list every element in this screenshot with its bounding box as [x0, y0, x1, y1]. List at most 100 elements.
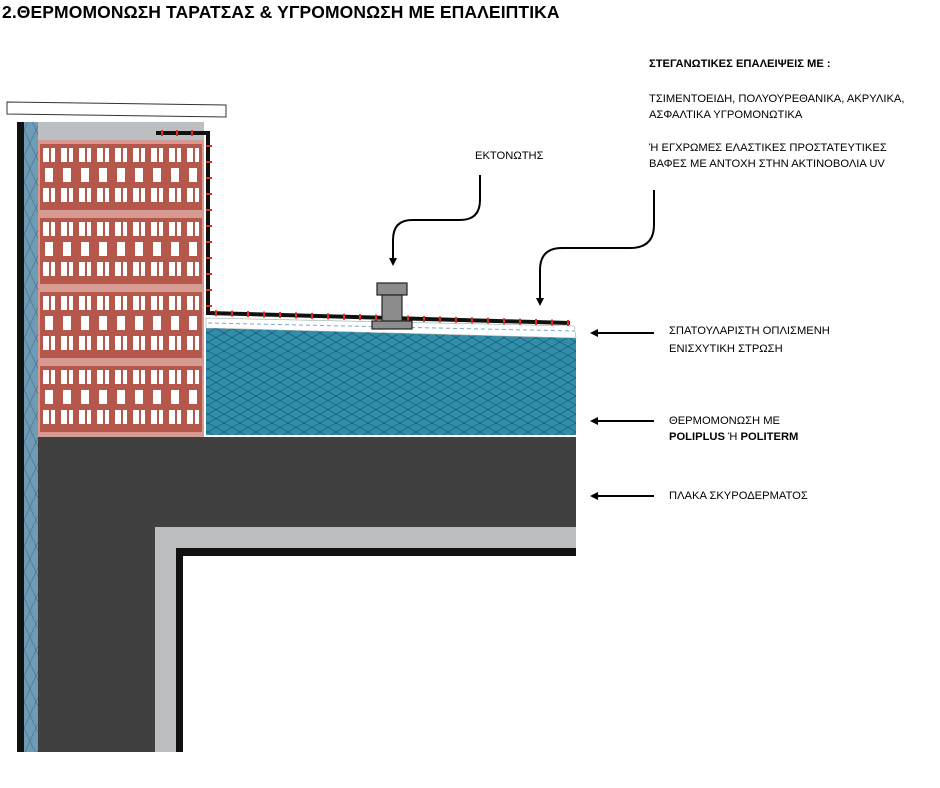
- screed-label-1: ΣΠΑΤΟΥΛΑΡΙΣΤΗ ΟΠΛΙΣΜΕΝΗ: [669, 325, 830, 337]
- brick-hole: [135, 242, 143, 256]
- brick-hole: [177, 410, 181, 424]
- brick-hole: [187, 148, 193, 162]
- brick-hole: [169, 262, 175, 276]
- brick-hole: [117, 168, 125, 182]
- brick-hole: [61, 148, 67, 162]
- membrane-dot: [206, 161, 212, 163]
- brick-hole: [169, 296, 175, 310]
- membrane-dot: [206, 145, 212, 147]
- brick-hole: [171, 168, 179, 182]
- brick-hole: [45, 390, 53, 404]
- brick-hole: [51, 222, 55, 236]
- brick-hole: [133, 336, 139, 350]
- arrow-left-icon: [590, 417, 654, 425]
- brick-hole: [69, 222, 73, 236]
- brick-hole: [43, 188, 49, 202]
- brick-hole: [115, 296, 121, 310]
- membrane-dot: [471, 317, 473, 324]
- arrow-left-icon: [590, 329, 654, 337]
- brick-hole: [51, 296, 55, 310]
- brick-hole: [79, 336, 85, 350]
- brick-hole: [187, 222, 193, 236]
- brick-hole: [169, 336, 175, 350]
- membrane-dot: [191, 130, 193, 136]
- brick-hole: [187, 262, 193, 276]
- concrete-slab: [38, 437, 576, 752]
- brick-hole: [189, 390, 197, 404]
- brick-hole: [105, 370, 109, 384]
- membrane-dot: [311, 312, 313, 319]
- brick-hole: [123, 222, 127, 236]
- brick-hole: [87, 336, 91, 350]
- brick-hole: [133, 148, 139, 162]
- brick-hole: [151, 336, 157, 350]
- brick-hole: [123, 262, 127, 276]
- brick-hole: [79, 296, 85, 310]
- membrane-dot: [206, 289, 212, 291]
- membrane-dot: [206, 241, 212, 243]
- brick-hole: [115, 222, 121, 236]
- brick-hole: [43, 222, 49, 236]
- brick-hole: [115, 410, 121, 424]
- brick-hole: [63, 168, 71, 182]
- brick-hole: [87, 296, 91, 310]
- coatings-line-3: Ή ΕΓΧΡΩΜΕΣ ΕΛΑΣΤΙΚΕΣ ΠΡΟΣΤΑΤΕΥΤΙΚΕΣ: [649, 142, 887, 154]
- brick-hole: [195, 336, 199, 350]
- brick-hole: [187, 410, 193, 424]
- brick-hole: [81, 316, 89, 330]
- brick-hole: [97, 370, 103, 384]
- coatings-line-2: ΑΣΦΑΛΤΙΚΑ ΥΓΡΟΜΟΝΩΤΙΚΑ: [649, 109, 803, 121]
- brick-hole: [141, 410, 145, 424]
- brick-hole: [117, 316, 125, 330]
- brick-hole: [43, 410, 49, 424]
- brick-hole: [123, 188, 127, 202]
- brick-hole: [97, 188, 103, 202]
- insulation-product-2: POLITERM: [740, 431, 799, 443]
- brick-hole: [177, 370, 181, 384]
- brick-hole: [97, 222, 103, 236]
- membrane-dot: [215, 310, 217, 317]
- brick-hole: [105, 336, 109, 350]
- brick-hole: [153, 242, 161, 256]
- insulation-mesh: [205, 328, 576, 435]
- brick-hole: [79, 410, 85, 424]
- brick-hole: [159, 296, 163, 310]
- membrane-dot: [176, 130, 178, 136]
- brick-hole: [45, 316, 53, 330]
- brick-hole: [187, 188, 193, 202]
- brick-hole: [169, 188, 175, 202]
- brick-hole: [51, 188, 55, 202]
- membrane-dot: [567, 319, 569, 326]
- brick-hole: [169, 410, 175, 424]
- brick-hole: [79, 262, 85, 276]
- brick-hole: [133, 370, 139, 384]
- membrane-dot: [263, 311, 265, 318]
- brick-hole: [43, 336, 49, 350]
- brick-hole: [87, 262, 91, 276]
- brick-hole: [159, 370, 163, 384]
- brick-hole: [51, 148, 55, 162]
- brick-hole: [169, 370, 175, 384]
- brick-hole: [151, 410, 157, 424]
- brick-hole: [61, 370, 67, 384]
- brick-hole: [45, 168, 53, 182]
- brick-hole: [151, 188, 157, 202]
- brick-hole: [153, 168, 161, 182]
- brick-hole: [123, 296, 127, 310]
- brick-hole: [115, 188, 121, 202]
- membrane-dot: [519, 318, 521, 325]
- brick-hole: [135, 168, 143, 182]
- brick-courses: [40, 144, 202, 432]
- membrane-dot: [295, 312, 297, 319]
- coatings-line-4: ΒΑΦΕΣ ΜΕ ΑΝΤΟΧΗ ΣΤΗΝ ΑΚΤΙΝΟΒΟΛΙΑ UV: [649, 158, 885, 170]
- brick-hole: [51, 336, 55, 350]
- membrane-dot: [206, 305, 212, 307]
- brick-hole: [195, 222, 199, 236]
- brick-hole: [123, 336, 127, 350]
- brick-hole: [189, 168, 197, 182]
- brick-hole: [189, 316, 197, 330]
- brick-hole: [79, 148, 85, 162]
- brick-hole: [141, 148, 145, 162]
- brick-hole: [115, 148, 121, 162]
- brick-hole: [87, 222, 91, 236]
